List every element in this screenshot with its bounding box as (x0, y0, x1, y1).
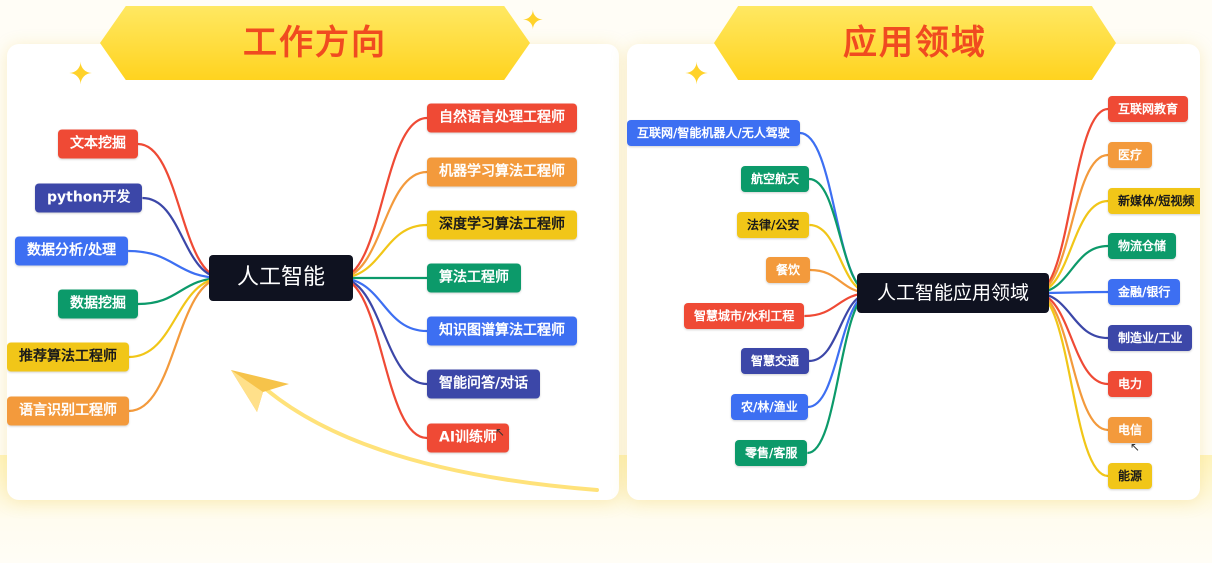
node-algo-engineer: 算法工程师 (427, 263, 521, 293)
sparkle-icon: ✦ (68, 57, 94, 92)
node-catering: 餐饮 (766, 257, 811, 283)
node-smart-city: 智慧城市/水利工程 (684, 303, 805, 329)
connector-line (128, 249, 224, 280)
node-agriculture: 农/林/渔业 (731, 394, 808, 420)
node-new-media: 新媒体/短视频 (1108, 188, 1200, 214)
node-telecom: 电信 (1108, 417, 1153, 443)
node-law-police: 法律/公安 (737, 212, 810, 238)
node-text-mining: 文本挖掘 (58, 129, 138, 159)
connector-line (807, 291, 872, 455)
connector-line (1034, 107, 1109, 295)
node-data-mining: 数据挖掘 (58, 289, 138, 319)
mouse-cursor-icon: ↖ (495, 425, 506, 439)
node-internet-education: 互联网教育 (1108, 96, 1189, 122)
work-direction-banner: 工作方向 (100, 6, 530, 80)
node-ml-engineer: 机器学习算法工程师 (427, 157, 577, 187)
node-medical: 医疗 (1108, 142, 1153, 168)
application-field-banner: 应用领域 (714, 6, 1116, 80)
sparkle-icon: ✦ (684, 57, 710, 92)
node-logistics: 物流仓储 (1108, 233, 1177, 259)
sparkle-icon: ✦ (522, 6, 544, 36)
connector-line (338, 276, 428, 440)
node-data-analysis: 数据分析/处理 (15, 236, 129, 266)
paper-plane-icon (231, 370, 599, 492)
node-speech-recognition: 语言识别工程师 (7, 396, 129, 426)
connector-line (1034, 291, 1109, 478)
application-field-panel: 互联网/智能机器人/无人驾驶 航空航天 法律/公安 餐饮 智慧城市/水利工程 智… (627, 44, 1200, 500)
node-kg-engineer: 知识图谱算法工程师 (427, 316, 577, 346)
node-python-dev: python开发 (35, 183, 143, 213)
node-recommend-algo: 推荐算法工程师 (7, 342, 129, 372)
node-nlp-engineer: 自然语言处理工程师 (427, 103, 577, 133)
connector-line (128, 276, 224, 413)
node-manufacturing: 制造业/工业 (1108, 325, 1193, 351)
node-finance-bank: 金融/银行 (1108, 279, 1181, 305)
node-internet-robot-driverless: 互联网/智能机器人/无人驾驶 (627, 120, 800, 146)
right-center-node: 人工智能应用领域 (857, 273, 1050, 313)
connector-line (128, 276, 224, 359)
node-qa-dialogue: 智能问答/对话 (427, 369, 541, 399)
node-electric-power: 电力 (1108, 371, 1153, 397)
work-direction-panel: 文本挖掘 python开发 数据分析/处理 数据挖掘 推荐算法工程师 语言识别工… (7, 44, 619, 500)
node-smart-traffic: 智慧交通 (741, 348, 810, 374)
node-dl-engineer: 深度学习算法工程师 (427, 210, 577, 240)
connector-line (338, 116, 428, 280)
node-ai-trainer: AI训练师 (427, 423, 510, 453)
mouse-cursor-icon: ↖ (1130, 440, 1141, 454)
connector-line (1034, 291, 1109, 432)
node-energy: 能源 (1108, 463, 1153, 489)
node-retail-service: 零售/客服 (735, 440, 808, 466)
node-aerospace: 航空航天 (741, 166, 810, 192)
left-center-node: 人工智能 (209, 255, 354, 301)
